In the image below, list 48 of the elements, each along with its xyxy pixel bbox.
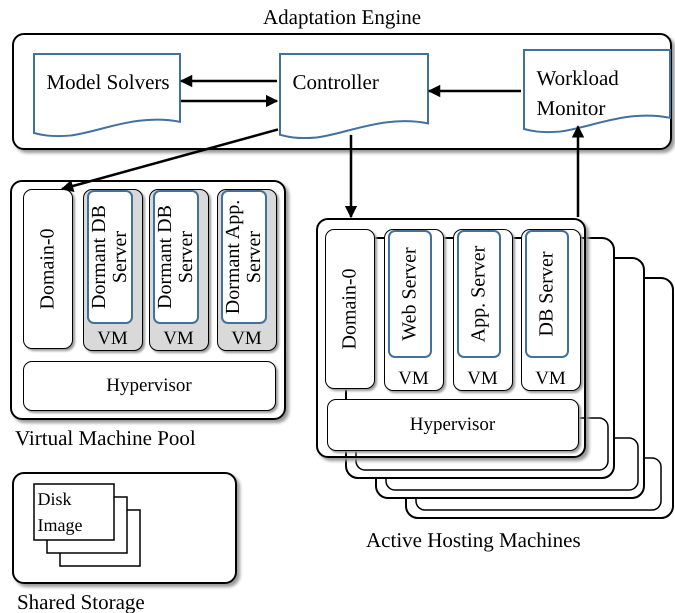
group-title: Active Hosting Machines (366, 528, 581, 552)
node-label: VM (230, 328, 263, 348)
node-label: Disk Image (38, 488, 84, 537)
document-shape (32, 52, 180, 138)
node-label: Dormant App. Server (222, 198, 264, 316)
hypervisor-box (326, 398, 578, 450)
hypervisor-box (22, 360, 276, 410)
arrow (572, 125, 584, 217)
node-label: Dormant DB Server (88, 204, 130, 310)
arrow (180, 74, 277, 88)
arrow (181, 94, 278, 108)
server-box (152, 190, 198, 324)
node-label: Controller (292, 68, 380, 96)
node-label: Domain-0 (37, 228, 58, 310)
node-label: Workload Monitor (536, 64, 620, 122)
server-box (456, 230, 500, 358)
node-label: Web Server (399, 246, 420, 343)
node-label: VM (162, 328, 195, 348)
domain-box (324, 228, 374, 388)
node-label: Model Solvers (46, 68, 171, 96)
vm-box (148, 188, 208, 350)
vm-box (384, 228, 444, 390)
arrow (344, 134, 358, 218)
node-label: Dormant DB Server (154, 204, 196, 310)
document-shape (522, 48, 670, 134)
node-label: VM (397, 368, 430, 388)
node-label: Hypervisor (106, 374, 192, 396)
server-box (388, 230, 432, 358)
node-label: VM (534, 368, 567, 388)
vm-box (520, 228, 580, 390)
vm-box (82, 188, 142, 350)
node-label: Domain-0 (339, 268, 360, 350)
group-title: Virtual Machine Pool (15, 426, 196, 450)
server-box (524, 230, 568, 358)
document-shape (278, 52, 428, 140)
node-label: VM (466, 368, 499, 388)
node-label: Hypervisor (410, 414, 496, 436)
server-box (220, 190, 266, 324)
group-title: Adaptation Engine (262, 5, 422, 29)
server-box (86, 190, 132, 324)
node-label: DB Server (536, 250, 557, 338)
arrow (60, 128, 278, 192)
arrow (428, 84, 521, 98)
node-label: App. Server (468, 244, 489, 344)
vm-box (216, 188, 276, 350)
vm-box (452, 228, 512, 390)
node-label: VM (96, 328, 129, 348)
domain-box (22, 188, 72, 348)
